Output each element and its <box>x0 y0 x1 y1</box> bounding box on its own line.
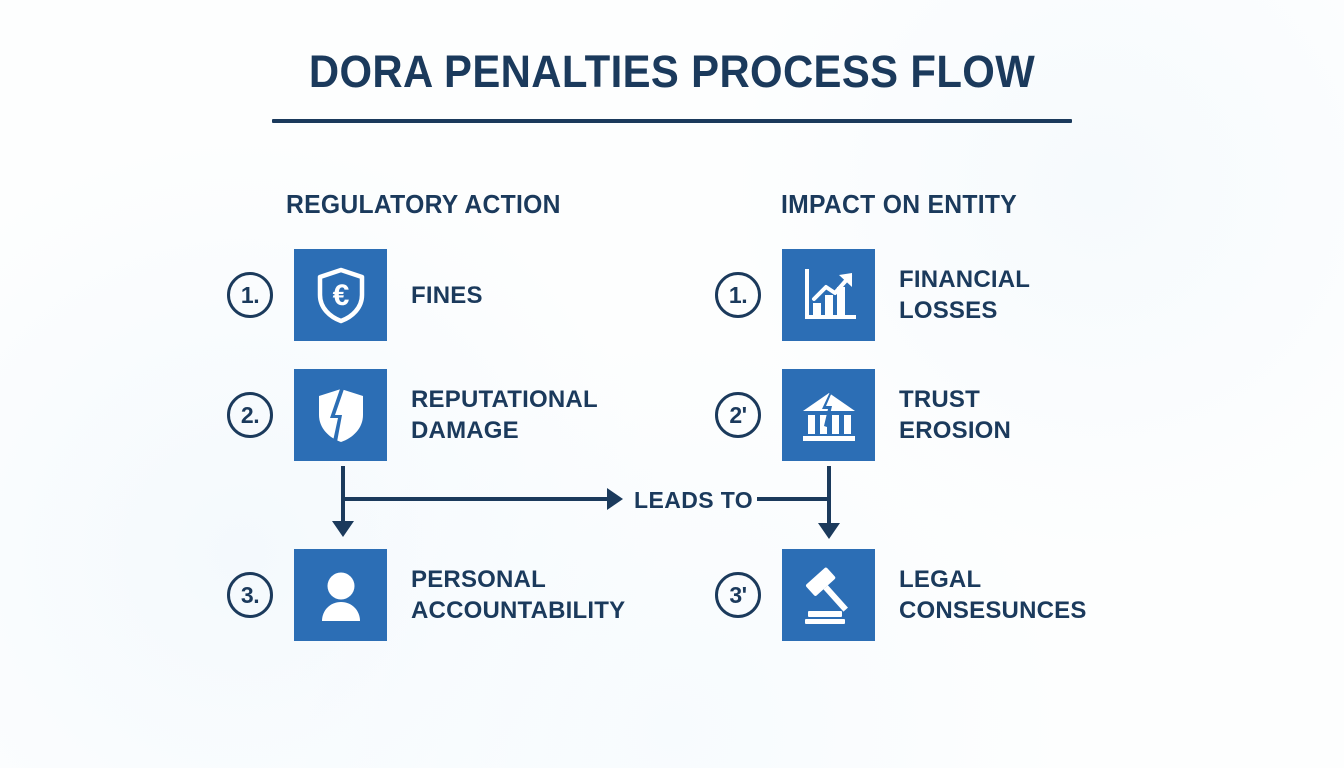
step-number-badge: 1. <box>227 272 273 318</box>
connector-vertical-right <box>827 466 831 528</box>
list-item-label: PERSONAL ACCOUNTABILITY <box>411 566 626 624</box>
list-item-fines[interactable]: 1. € FINES <box>227 249 483 341</box>
step-number-badge: 2. <box>227 392 273 438</box>
arrowhead-down-left <box>332 521 354 537</box>
column-heading-impact-on-entity: IMPACT ON ENTITY <box>781 189 1018 219</box>
list-item-label: TRUST EROSION <box>899 386 1012 444</box>
list-item-financial-losses[interactable]: 1. FINANCIAL LOSSES <box>715 249 1030 341</box>
connector-label-leads-to: LEADS TO <box>634 487 754 513</box>
page-title: DORA PENALTIES PROCESS FLOW <box>308 46 1036 97</box>
gavel-icon <box>782 549 875 641</box>
list-item-label: LEGAL CONSESUNCES <box>899 566 1087 624</box>
title-underline-rule <box>272 119 1072 123</box>
list-item-reputational-damage[interactable]: 2. REPUTATIONAL DAMAGE <box>227 369 598 461</box>
list-item-label: REPUTATIONAL DAMAGE <box>411 386 598 444</box>
step-number-badge: 1. <box>715 272 761 318</box>
svg-text:€: € <box>332 279 349 312</box>
person-icon <box>294 549 387 641</box>
cracked-shield-icon <box>294 369 387 461</box>
list-item-legal-consequences[interactable]: 3' LEGAL CONSESUNCES <box>715 549 1087 641</box>
connector-vertical-left <box>341 466 345 526</box>
bar-chart-growth-icon <box>782 249 875 341</box>
arrowhead-right <box>607 488 623 510</box>
column-heading-regulatory-action: REGULATORY ACTION <box>286 189 561 219</box>
list-item-label: FINANCIAL LOSSES <box>899 266 1031 324</box>
connector-horizontal-from-label <box>757 497 831 501</box>
cracked-bank-icon <box>782 369 875 461</box>
step-number-badge: 2' <box>715 392 761 438</box>
list-item-label: FINES <box>411 281 483 309</box>
step-number-badge: 3. <box>227 572 273 618</box>
list-item-trust-erosion[interactable]: 2' TRUST EROSION <box>715 369 1011 461</box>
step-number-badge: 3' <box>715 572 761 618</box>
list-item-personal-accountability[interactable]: 3. PERSONAL ACCOUNTABILITY <box>227 549 625 641</box>
arrowhead-down-right <box>818 523 840 539</box>
connector-horizontal-to-label <box>341 497 609 501</box>
shield-euro-icon: € <box>294 249 387 341</box>
